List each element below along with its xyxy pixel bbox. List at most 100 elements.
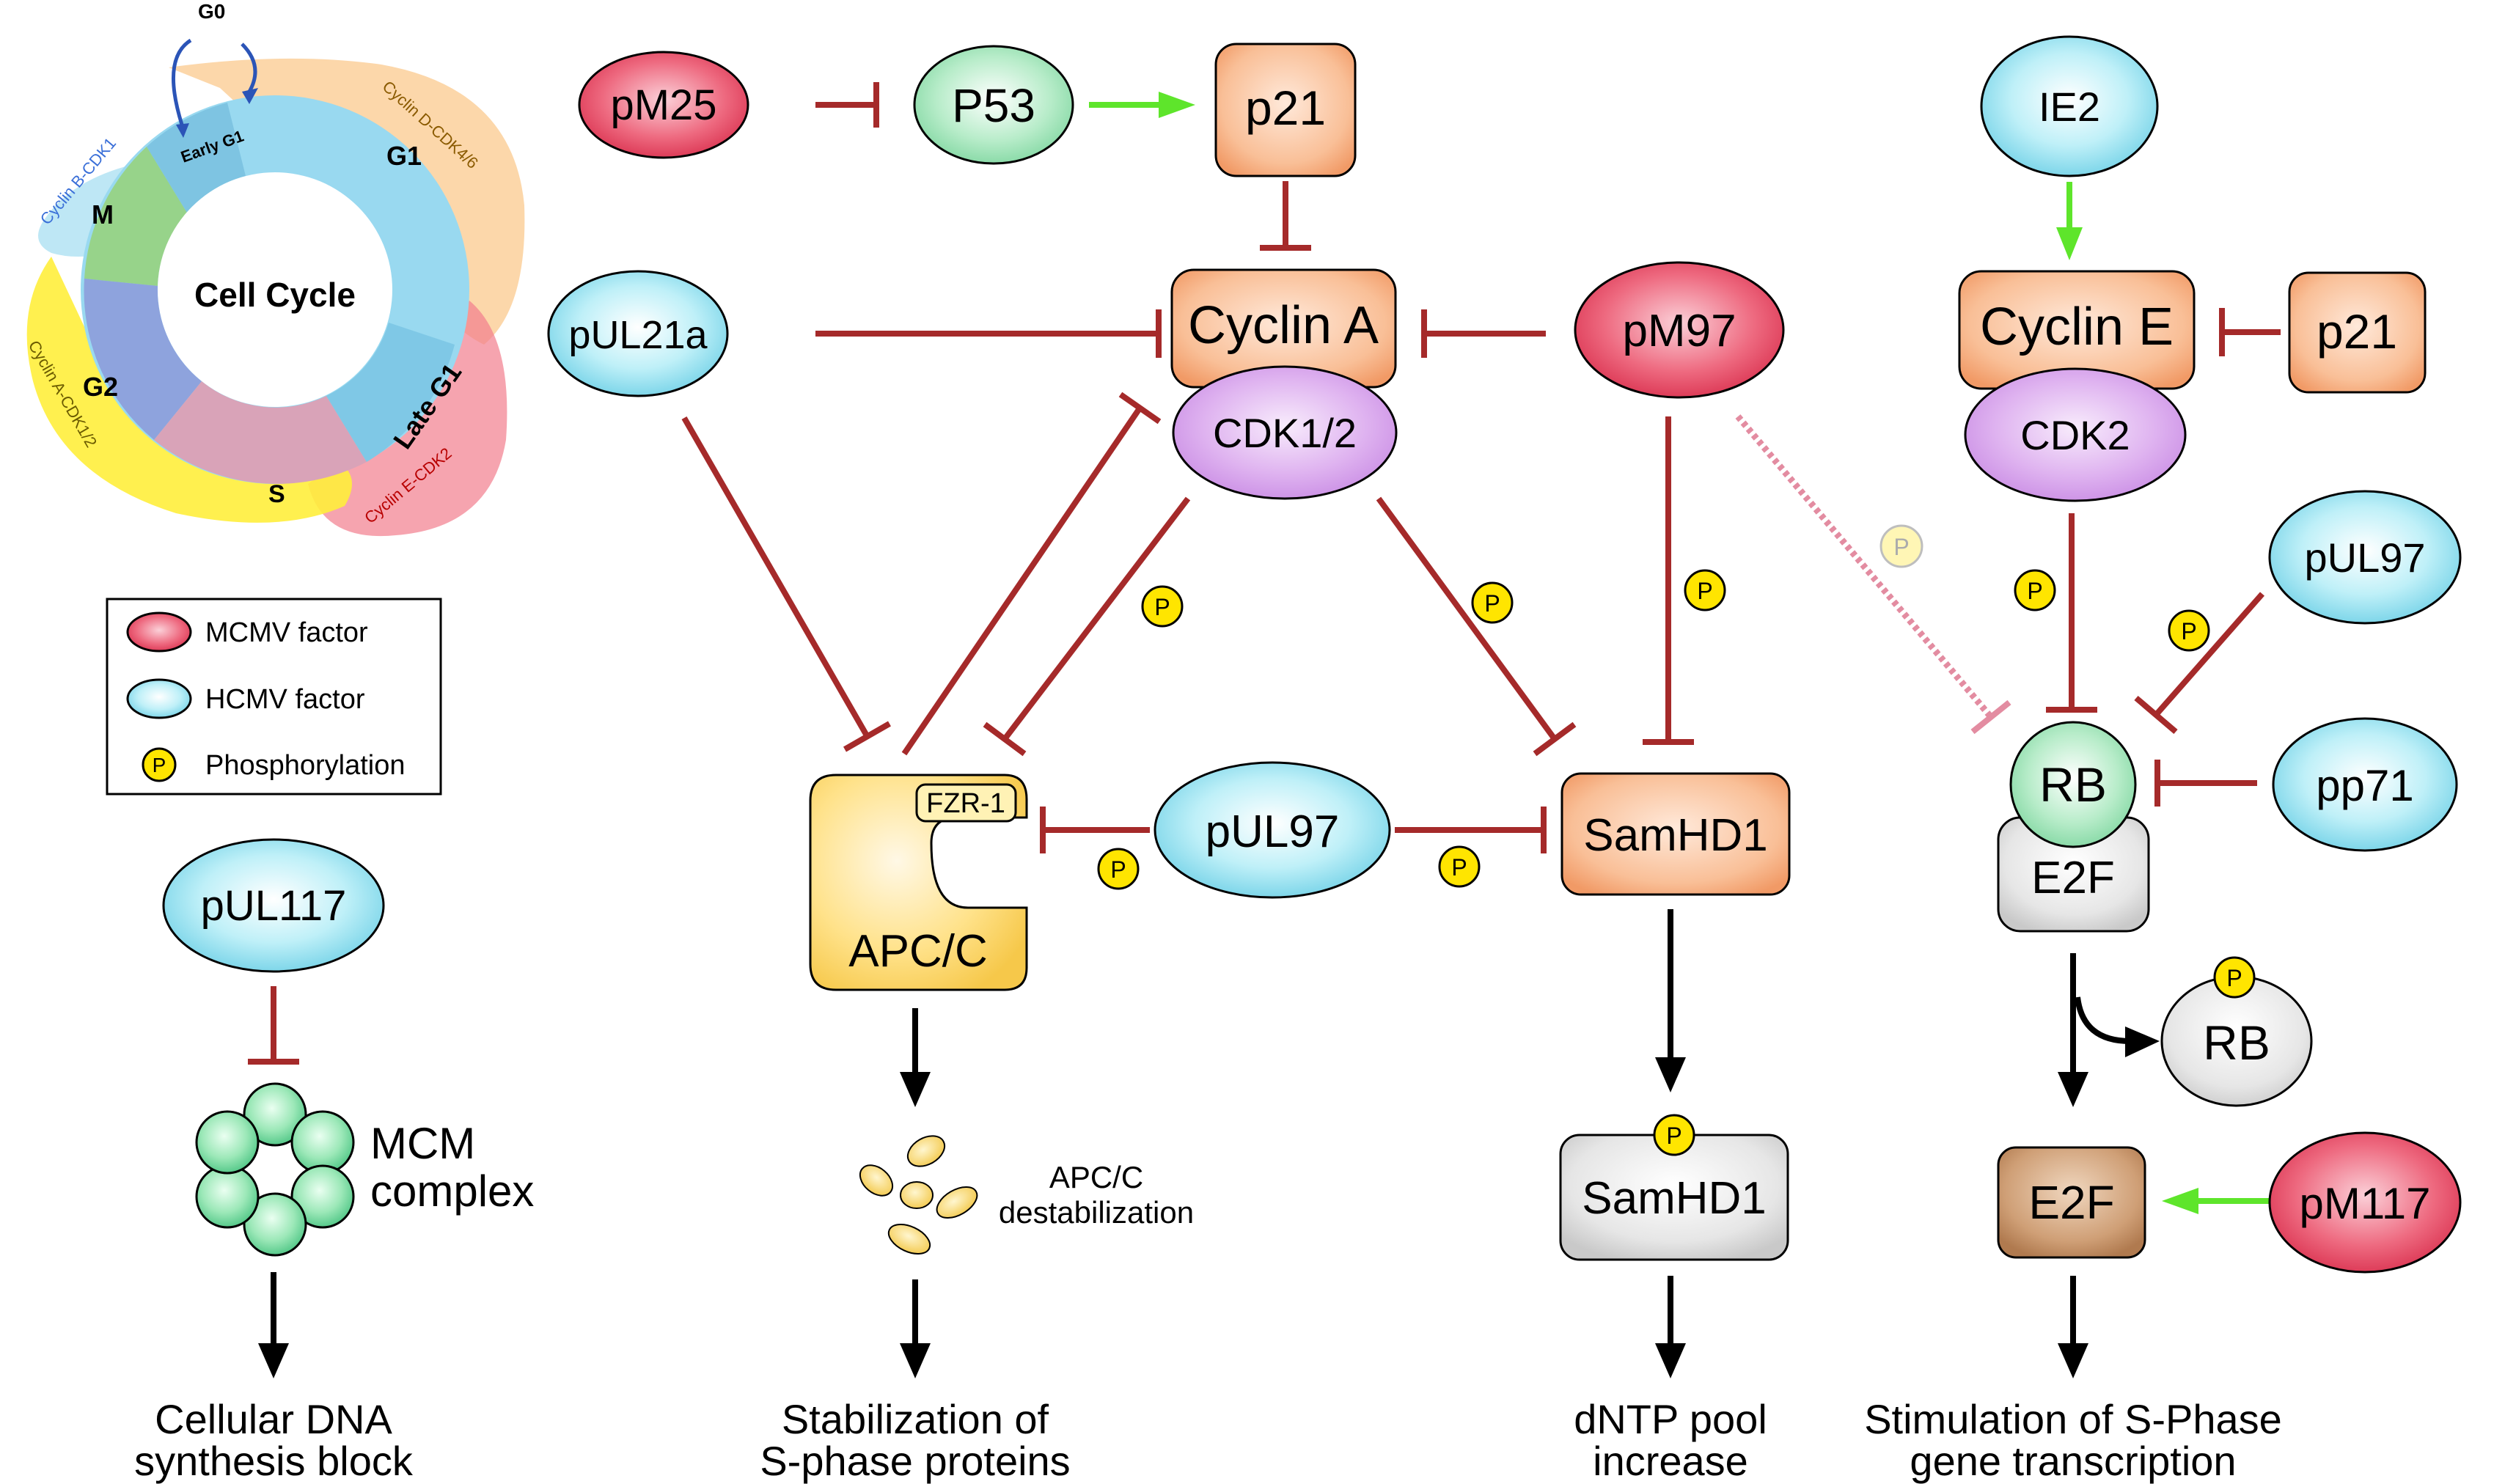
legend-hcmv-label: HCMV factor: [205, 684, 365, 715]
apcc-fragments: [859, 1135, 978, 1255]
apcc-destab-line2: destabilization: [999, 1195, 1194, 1230]
node-pm25: [578, 51, 749, 159]
node-samhd1-label: SamHD1: [1583, 810, 1768, 861]
svg-text:P: P: [2027, 578, 2042, 604]
phosphorylation-badges: P P P P P P P P: [1097, 524, 2210, 890]
legend-phos-symbol-text: P: [153, 754, 166, 776]
outcome-dntp-line1: dNTP pool: [1574, 1396, 1767, 1442]
legend: MCMV factor HCMV factor P Phosphorylatio…: [106, 598, 442, 796]
mcm-complex: [195, 1082, 355, 1257]
legend-phos-label: Phosphorylation: [205, 750, 406, 781]
svg-text:P: P: [2226, 965, 2242, 991]
node-pm97: [1574, 261, 1785, 399]
node-pul21a: [547, 270, 729, 397]
phase-segment-g2: [84, 279, 202, 440]
node-p21-right-label: p21: [2317, 304, 2397, 359]
outcome-stim-line2: gene transcription: [1910, 1438, 2236, 1484]
outcome-dna-line2: synthesis block: [134, 1438, 414, 1484]
node-pm97-label: pM97: [1622, 306, 1736, 356]
phos-badge-samhd1-p: P: [1653, 1114, 1695, 1156]
node-pul117: [162, 838, 385, 973]
node-samhd1-p-label: SamHD1: [1582, 1173, 1767, 1224]
mcm-label-line2: complex: [370, 1167, 534, 1216]
phos-badge-pm97-samhd1: P: [1684, 569, 1726, 611]
cell-cycle-wheel: G0 Cell Cycle Early G1 G1 M G2 S Late G1…: [25, 0, 525, 537]
outcome-dntp-line2: increase: [1593, 1438, 1748, 1484]
svg-text:P: P: [1484, 590, 1500, 617]
node-e2f-bound-label: E2F: [2031, 853, 2115, 903]
phase-label-s: S: [268, 480, 285, 508]
node-pul97-right-label: pUL97: [2304, 535, 2425, 581]
phase-label-g2: G2: [83, 372, 118, 402]
node-p53: [913, 45, 1074, 165]
node-p21-top-label: p21: [1245, 81, 1326, 135]
outcome-stim-line1: Stimulation of S-Phase: [1864, 1396, 2282, 1442]
cell-cycle-title: Cell Cycle: [194, 276, 356, 314]
apcc-destab-line1: APC/C: [1049, 1160, 1143, 1194]
svg-text:P: P: [1154, 594, 1170, 620]
phase-label-m: M: [92, 199, 114, 229]
node-pul21a-label: pUL21a: [568, 313, 708, 357]
phase-segment-early-g1: [147, 103, 246, 213]
node-p53-label: P53: [952, 79, 1035, 132]
node-pm117-label: pM117: [2299, 1179, 2430, 1228]
phos-badge-pm97-rb-faded: P: [1879, 524, 1923, 568]
node-pul117-label: pUL117: [201, 882, 347, 930]
svg-text:P: P: [1893, 534, 1909, 560]
svg-text:P: P: [1697, 578, 1712, 604]
connectors: [248, 82, 2281, 1378]
outcome-dna-line1: Cellular DNA: [155, 1396, 392, 1442]
svg-text:P: P: [1666, 1123, 1681, 1149]
node-p21-right: [2288, 271, 2427, 394]
outcome-stab-line2: S-phase proteins: [760, 1438, 1070, 1484]
node-pul97-right: [2268, 490, 2462, 625]
node-cyclin-a-label: Cyclin A: [1188, 296, 1379, 355]
node-cdk2: [1964, 367, 2187, 502]
phase-label-g1: G1: [386, 141, 422, 171]
node-e2f: [1997, 1146, 2146, 1259]
svg-text:P: P: [2181, 618, 2196, 644]
phos-badge-pul97-rb: P: [2168, 609, 2210, 652]
node-pp71-label: pp71: [2316, 761, 2413, 810]
node-rb-label: RB: [2039, 757, 2107, 812]
nodes: pM25 P53 p21 pUL21a Cyclin A CDK1/2 pM97…: [162, 35, 2462, 1274]
phos-badge-pul97-samhd1: P: [1438, 845, 1481, 888]
node-cdk12-label: CDK1/2: [1213, 410, 1357, 456]
node-pul97-mid-label: pUL97: [1206, 807, 1340, 857]
node-rb: [2009, 721, 2137, 848]
legend-mcmv-label: MCMV factor: [205, 617, 368, 648]
g0-loop-arrow: [171, 38, 257, 125]
node-cdk2-label: CDK2: [2020, 412, 2130, 458]
node-fzr1-label: FZR-1: [926, 788, 1005, 819]
node-ie2-label: IE2: [2039, 84, 2100, 130]
mcm-label-line1: MCM: [370, 1119, 475, 1168]
phos-badge-rb-free: P: [2213, 956, 2256, 999]
phos-badge-cdk-samhd1: P: [1471, 581, 1514, 624]
outcomes: Cellular DNA synthesis block Stabilizati…: [134, 1396, 2282, 1484]
node-p21-top: [1214, 43, 1357, 177]
phase-segment-m: [84, 147, 187, 286]
phos-badge-cdk-apcc: P: [1141, 585, 1184, 628]
node-pm25-label: pM25: [610, 81, 716, 129]
node-e2f-label: E2F: [2028, 1176, 2114, 1229]
phase-segment-late-g1: [326, 323, 455, 462]
node-apcc: [809, 774, 1028, 991]
node-fzr1: [915, 783, 1017, 823]
node-cdk12: [1172, 365, 1398, 500]
phos-badge-cdk2-rb: P: [2014, 569, 2056, 611]
node-cyclin-e-label: Cyclin E: [1980, 298, 2174, 356]
legend-hcmv-swatch: [126, 678, 192, 719]
svg-text:P: P: [1110, 856, 1126, 883]
phos-badge-pul97-apcc: P: [1097, 848, 1140, 890]
legend-phos-symbol: [142, 747, 177, 782]
g0-label: G0: [198, 0, 225, 23]
node-pp71: [2272, 717, 2458, 852]
legend-mcmv-swatch: [126, 611, 192, 653]
node-rb-free-label: RB: [2203, 1015, 2270, 1070]
node-samhd1: [1560, 772, 1791, 896]
outcome-stab-line1: Stabilization of: [782, 1396, 1049, 1442]
phase-segment-s: [154, 381, 367, 484]
node-ie2: [1980, 35, 2159, 177]
node-pm117: [2268, 1131, 2462, 1274]
